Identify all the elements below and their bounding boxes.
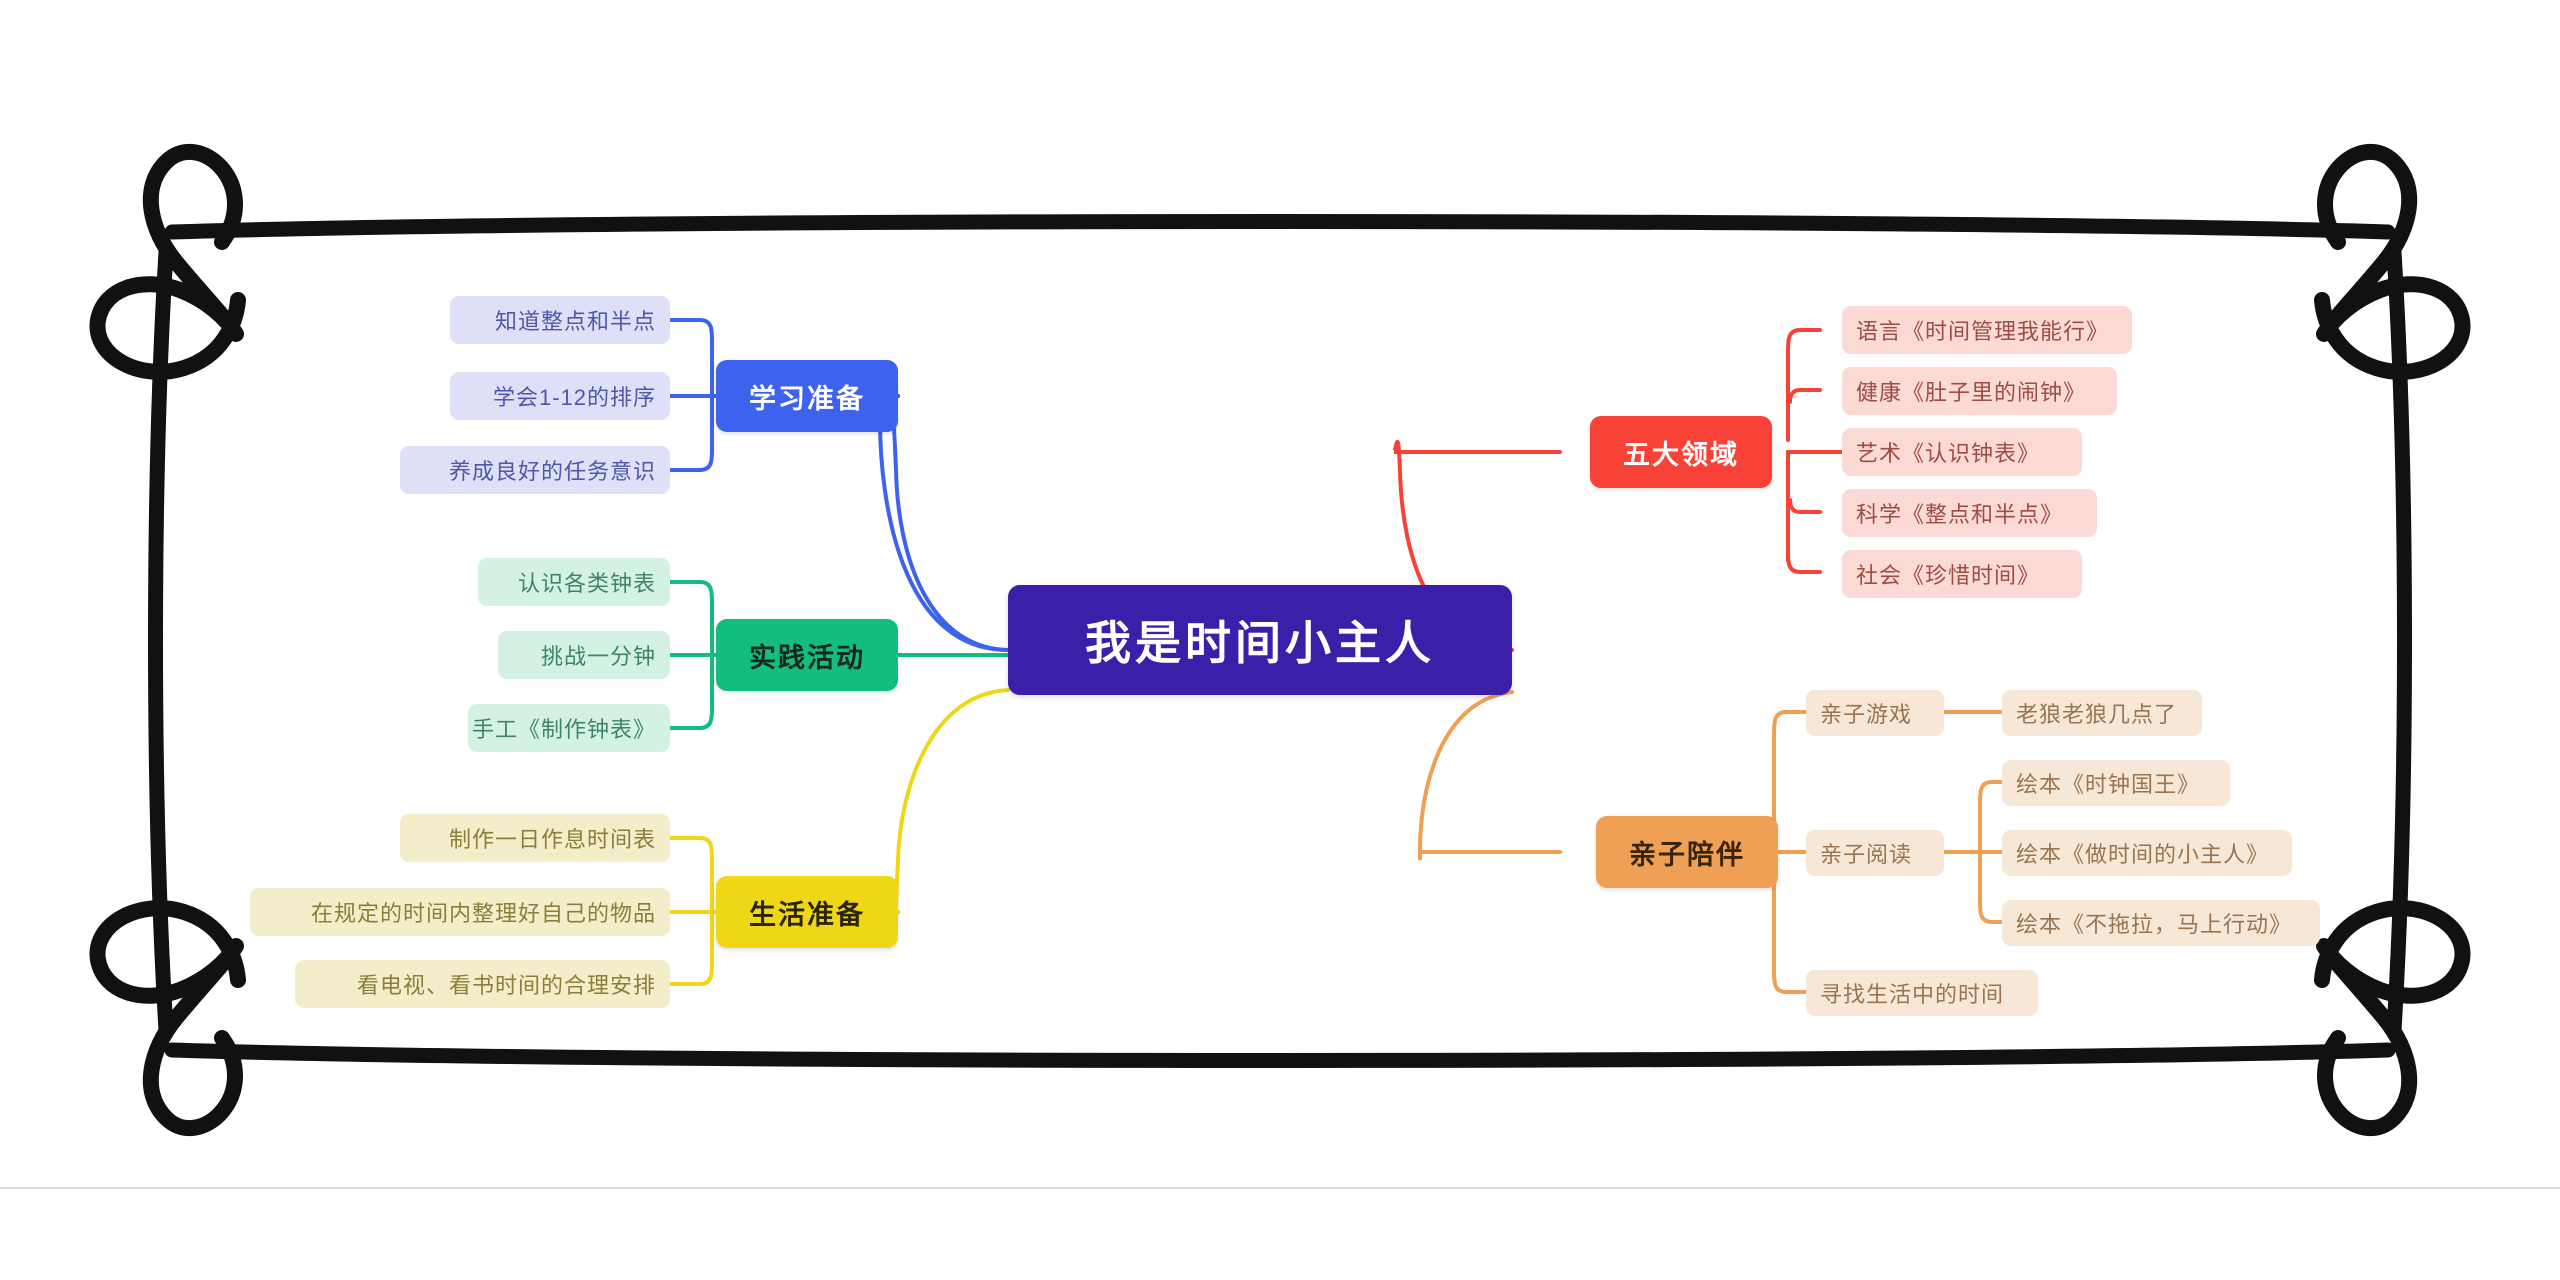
- branch-node-life[interactable]: 生活准备: [716, 876, 898, 948]
- branch-node-fivefields[interactable]: 五大领域: [1590, 416, 1772, 488]
- page-divider: [0, 1187, 2560, 1189]
- leaf-companion-0[interactable]: 亲子游戏: [1806, 690, 1944, 736]
- leaf-companion-game-0[interactable]: 老狼老狼几点了: [2002, 690, 2202, 736]
- branch-node-companion[interactable]: 亲子陪伴: [1596, 816, 1778, 888]
- branch-node-study[interactable]: 学习准备: [716, 360, 898, 432]
- leaf-life-2[interactable]: 看电视、看书时间的合理安排: [295, 960, 670, 1008]
- leaf-practice-0[interactable]: 认识各类钟表: [478, 558, 670, 606]
- leaf-fivefields-2[interactable]: 艺术《认识钟表》: [1842, 428, 2082, 476]
- leaf-companion-book-0[interactable]: 绘本《时钟国王》: [2002, 760, 2230, 806]
- leaf-fivefields-4[interactable]: 社会《珍惜时间》: [1842, 550, 2082, 598]
- leaf-study-0[interactable]: 知道整点和半点: [450, 296, 670, 344]
- leaf-companion-book-1[interactable]: 绘本《做时间的小主人》: [2002, 830, 2292, 876]
- leaf-study-2[interactable]: 养成良好的任务意识: [400, 446, 670, 494]
- central-node[interactable]: 我是时间小主人: [1008, 585, 1512, 695]
- leaf-fivefields-0[interactable]: 语言《时间管理我能行》: [1842, 306, 2132, 354]
- leaf-fivefields-1[interactable]: 健康《肚子里的闹钟》: [1842, 367, 2117, 415]
- leaf-fivefields-3[interactable]: 科学《整点和半点》: [1842, 489, 2097, 537]
- branch-node-practice[interactable]: 实践活动: [716, 619, 898, 691]
- leaf-practice-1[interactable]: 挑战一分钟: [498, 631, 670, 679]
- connector-companion: [1418, 690, 2004, 994]
- leaf-practice-2[interactable]: 手工《制作钟表》: [468, 704, 670, 752]
- leaf-life-0[interactable]: 制作一日作息时间表: [400, 814, 670, 862]
- leaf-companion-1[interactable]: 亲子阅读: [1806, 830, 1944, 876]
- leaf-life-1[interactable]: 在规定的时间内整理好自己的物品: [250, 888, 670, 936]
- leaf-companion-2[interactable]: 寻找生活中的时间: [1806, 970, 2038, 1016]
- leaf-companion-book-2[interactable]: 绘本《不拖拉，马上行动》: [2002, 900, 2320, 946]
- leaf-study-1[interactable]: 学会1-12的排序: [450, 372, 670, 420]
